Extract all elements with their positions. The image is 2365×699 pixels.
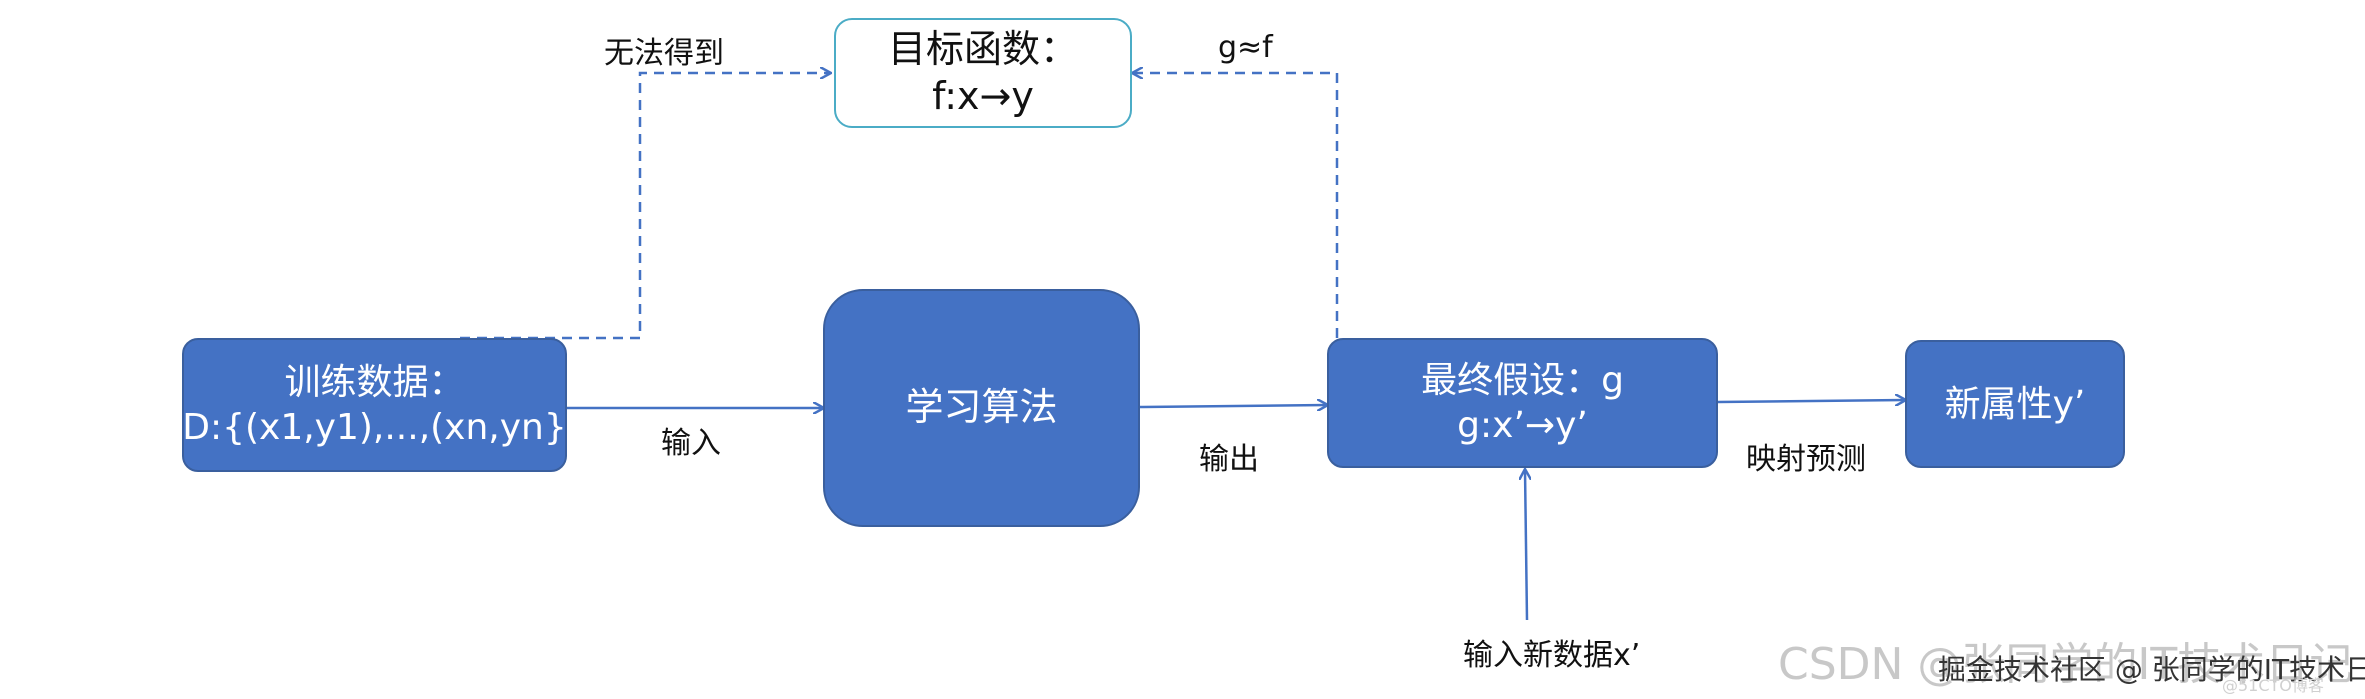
arrow-input-new xyxy=(1525,470,1527,621)
final-hypothesis-title: 最终假设：g xyxy=(1421,360,1624,401)
target-function-formula: f:x→y xyxy=(932,74,1034,118)
watermark-site: @51CTO博客 xyxy=(2222,676,2324,695)
final-hypothesis-box: 最终假设：g g:x’→y’ xyxy=(1327,338,1718,468)
training-data-formula: D:{(x1,y1),...,(xn,yn} xyxy=(182,407,567,448)
label-input-new-data: 输入新数据x’ xyxy=(1463,638,1641,673)
new-attribute-label: 新属性y’ xyxy=(1944,383,2086,425)
training-data-title: 训练数据： xyxy=(284,362,465,403)
label-unobtainable: 无法得到 xyxy=(604,36,724,71)
learning-algorithm-box: 学习算法 xyxy=(823,289,1140,527)
arrow-map-predict xyxy=(1717,400,1905,402)
target-function-title: 目标函数： xyxy=(887,26,1078,71)
label-output: 输出 xyxy=(1199,442,1259,477)
target-function-box: 目标函数： f:x→y xyxy=(834,18,1132,128)
label-input: 输入 xyxy=(661,426,721,461)
watermark-csdn: CSDN @张同学的IT技术日记 xyxy=(1778,639,2354,690)
dashed-arrow-approx xyxy=(1133,73,1339,338)
final-hypothesis-formula: g:x’→y’ xyxy=(1457,405,1588,446)
label-map-predict: 映射预测 xyxy=(1746,442,1866,477)
dashed-arrow-unobtainable xyxy=(460,73,830,340)
watermark-juejin: 掘金技术社区 @ 张同学的IT技术日记 xyxy=(1938,653,2365,686)
new-attribute-box: 新属性y’ xyxy=(1905,340,2125,468)
label-approx: g≈f xyxy=(1218,30,1273,65)
training-data-box: 训练数据： D:{(x1,y1),...,(xn,yn} xyxy=(182,338,567,472)
learning-algorithm-label: 学习算法 xyxy=(905,385,1058,430)
arrow-output xyxy=(1139,405,1327,407)
